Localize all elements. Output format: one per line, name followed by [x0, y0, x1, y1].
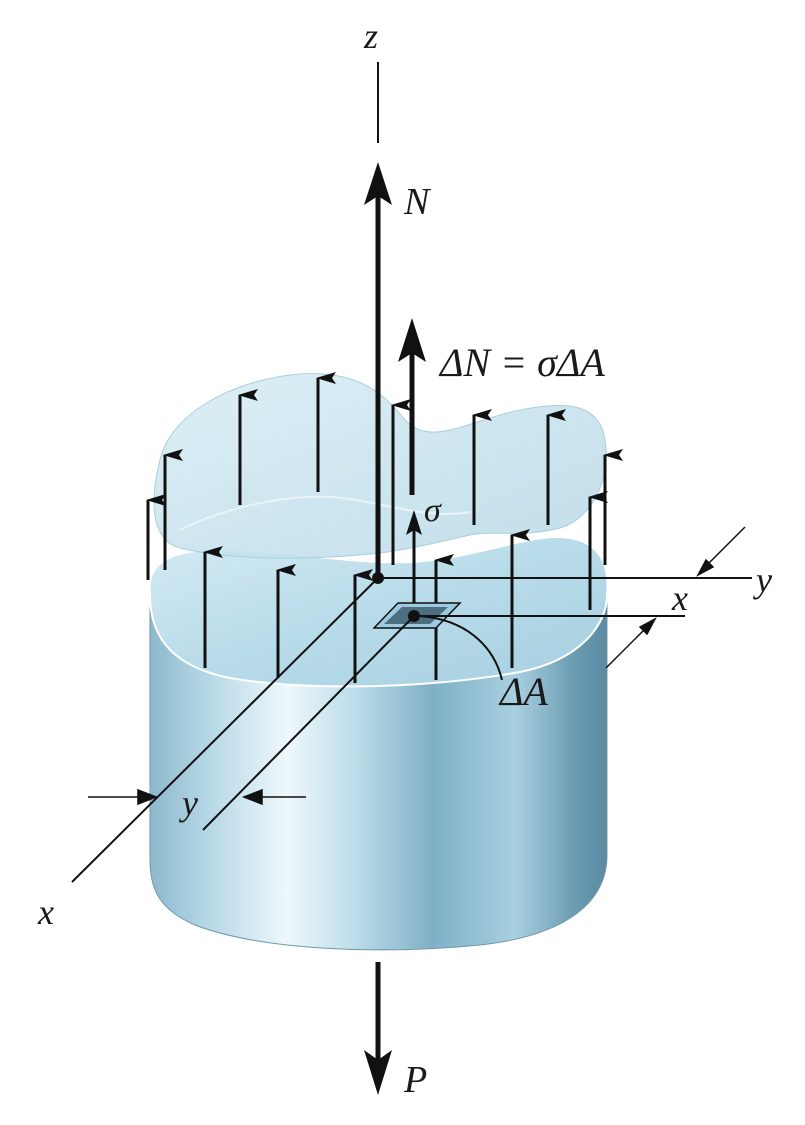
x-axis-label-right: x: [671, 578, 688, 618]
normal-force-label: N: [403, 181, 432, 223]
delta-n-arrowhead: [398, 318, 426, 362]
stress-distribution-arrows: [146, 372, 623, 683]
element-point: [408, 610, 420, 622]
delta-a-label: ΔA: [498, 669, 548, 714]
y-axis-label-right: y: [753, 560, 772, 600]
delta-a-leader: [419, 615, 503, 681]
element-x-line: [202, 615, 415, 831]
dimension-right: [605, 526, 746, 669]
z-axis-label: z: [363, 16, 378, 56]
x-axis-label-left: x: [37, 892, 54, 932]
delta-n-equation: ΔN = σΔA: [438, 340, 605, 385]
x-axis-line: [71, 577, 379, 883]
applied-load-label: P: [403, 1059, 427, 1101]
sigma-arrowhead: [406, 510, 422, 535]
applied-load-arrowhead: [364, 1050, 392, 1095]
sigma-label: σ: [424, 492, 442, 529]
normal-force-arrowhead: [364, 162, 392, 205]
axes: [71, 577, 752, 883]
centroid-point: [372, 572, 384, 584]
dimension-left: [88, 788, 306, 806]
y-offset-label: y: [179, 783, 198, 823]
stress-plane-inner-edge: [179, 495, 471, 531]
